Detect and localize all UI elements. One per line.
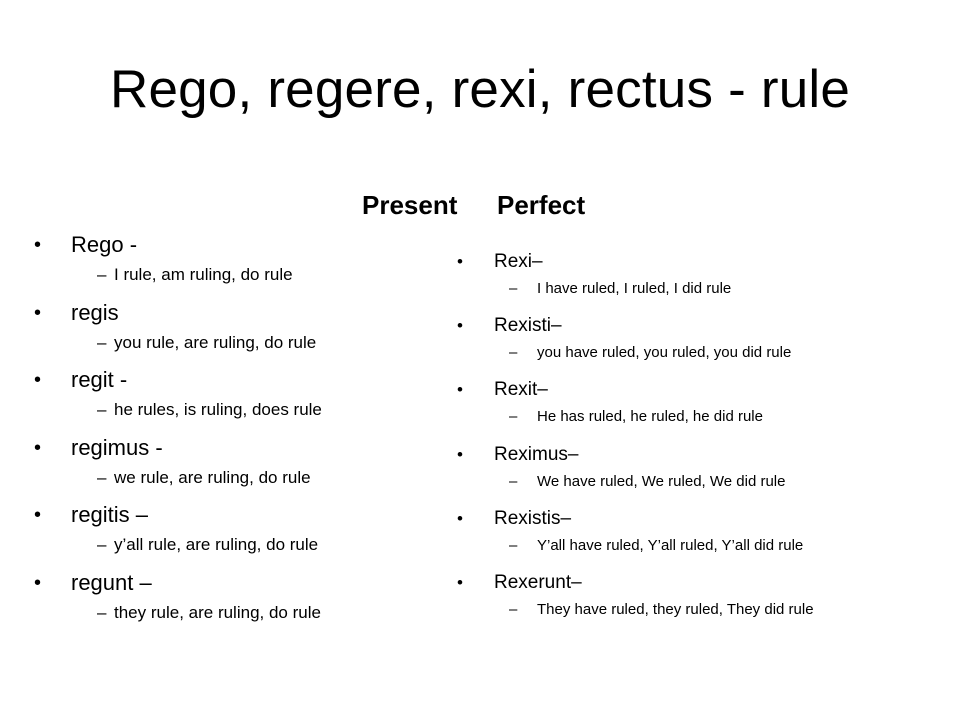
perfect-form: Rexistis– (494, 507, 572, 529)
dash-icon: – (97, 535, 107, 554)
perfect-meaning: We have ruled, We ruled, We did rule (537, 472, 786, 490)
bullet-icon: • (457, 380, 463, 400)
bullet-icon: • (34, 436, 42, 459)
slide-title: Rego, regere, rexi, rectus - rule (109, 60, 851, 119)
perfect-form: Rexisti– (494, 315, 562, 337)
bullet-icon: • (34, 369, 42, 391)
perfect-meaning: I have ruled, I ruled, I did rule (537, 280, 732, 297)
perfect-heading: Perfect (497, 190, 586, 220)
present-form: Rego - (71, 232, 138, 257)
dash-icon: – (97, 400, 107, 419)
dash-icon: – (509, 600, 518, 618)
present-form: regimus - (71, 434, 163, 460)
dash-icon: – (509, 408, 518, 426)
bullet-icon: • (457, 508, 463, 528)
dash-icon: – (509, 472, 518, 490)
perfect-meaning: you have ruled, you ruled, you did rule (537, 344, 792, 362)
bullet-icon: • (34, 571, 42, 594)
present-form: regitis – (71, 502, 149, 527)
perfect-meaning: He has ruled, he ruled, he did rule (537, 408, 763, 426)
present-form: regunt – (71, 569, 152, 595)
perfect-meaning: Y’all have ruled, Y’all ruled, Y’all did… (537, 536, 804, 554)
present-meaning: you rule, are ruling, do rule (114, 332, 317, 352)
bullet-icon: • (457, 444, 463, 464)
dash-icon: – (97, 467, 107, 487)
dash-icon: – (509, 536, 518, 554)
dash-icon: – (97, 602, 107, 622)
perfect-form: Rexerunt– (494, 571, 582, 593)
present-meaning: y’all rule, are ruling, do rule (114, 535, 319, 554)
bullet-icon: • (457, 252, 463, 271)
bullet-icon: • (34, 504, 42, 526)
present-meaning: they rule, are ruling, do rule (114, 602, 321, 622)
dash-icon: – (509, 280, 518, 297)
dash-icon: – (97, 265, 107, 284)
dash-icon: – (97, 332, 107, 352)
perfect-form: Reximus– (494, 443, 579, 465)
present-heading: Present (362, 190, 458, 220)
present-meaning: he rules, is ruling, does rule (114, 400, 322, 419)
dash-icon: – (509, 344, 518, 362)
perfect-form: Rexit– (494, 379, 548, 401)
perfect-form: Rexi– (494, 251, 543, 272)
bullet-icon: • (457, 316, 463, 336)
bullet-icon: • (34, 301, 42, 324)
present-form: regit - (71, 367, 128, 392)
present-meaning: we rule, are ruling, do rule (114, 467, 311, 487)
perfect-meaning: They have ruled, they ruled, They did ru… (537, 600, 814, 618)
present-form: regis (71, 299, 119, 325)
present-meaning: I rule, am ruling, do rule (114, 265, 293, 284)
bullet-icon: • (34, 234, 42, 256)
bullet-icon: • (457, 572, 463, 592)
